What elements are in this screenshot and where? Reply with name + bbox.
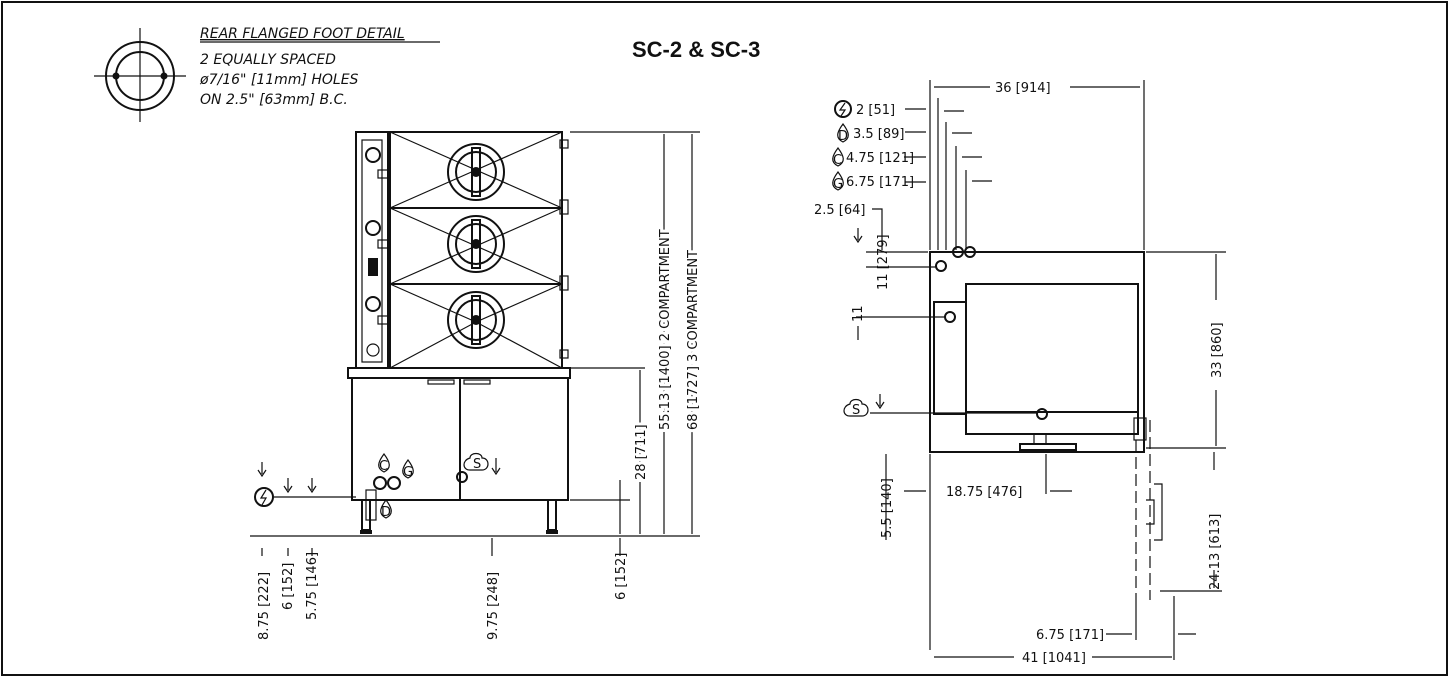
front-view (340, 131, 600, 537)
dim-w-41: 41 [1041] (1022, 651, 1086, 666)
foot-detail-line2: ø7/16" [11mm] HOLES (199, 72, 359, 88)
svg-text:D: D (838, 129, 848, 144)
dim-v-55: 5.5 [140] (880, 478, 895, 538)
foot-detail-icon (94, 28, 186, 122)
dim-d-water: 4.75 [121] (846, 151, 914, 166)
dim-h-675: 6.75 [171] (1036, 628, 1104, 643)
drain-d-icon: D (837, 122, 849, 144)
dim-h-1875: 18.75 [476] (946, 485, 1022, 500)
svg-text:D: D (381, 505, 391, 520)
dim-b4: 9.75 [248] (486, 572, 501, 640)
dim-v-11b: 11 (851, 305, 866, 322)
dim-h-33: 33 [860] (1210, 322, 1225, 378)
water-c-icon: C (378, 452, 390, 474)
dim-width-top: 36 [914] (995, 81, 1051, 96)
side-view (929, 246, 1163, 600)
electric-icon (254, 487, 274, 507)
dim-v-2413: 24.13 [613] (1208, 514, 1223, 590)
dim-b1: 8.75 [222] (257, 572, 272, 640)
dim-h-2comp: 55.13 [1400] 2 COMPARTMENT (658, 229, 673, 430)
foot-detail-line3: ON 2.5" [63mm] B.C. (200, 92, 348, 108)
steam-s-icon: S (463, 452, 489, 472)
water-c-icon: C (832, 146, 844, 168)
dim-b5: 6 [152] (614, 553, 629, 600)
svg-text:C: C (379, 459, 388, 474)
foot-detail-heading: REAR FLANGED FOOT DETAIL (200, 26, 405, 42)
gas-g-icon: G (402, 458, 414, 480)
drawing-title: SC-2 & SC-3 (632, 37, 760, 62)
dim-h-3comp: 68 [1727] 3 COMPARTMENT (686, 250, 701, 430)
svg-text:G: G (833, 177, 843, 192)
dim-h-base: 28 [711] (634, 424, 649, 480)
svg-text:G: G (403, 465, 413, 480)
dim-d-electric: 2 [51] (856, 103, 895, 118)
foot-detail-line1: 2 EQUALLY SPACED (200, 52, 336, 68)
dim-25: 2.5 [64] (814, 203, 866, 218)
dim-b3: 5.75 [146] (305, 552, 320, 620)
dim-b2: 6 [152] (281, 563, 296, 610)
dim-v-11a: 11 [279] (876, 234, 891, 290)
svg-text:S: S (473, 457, 481, 472)
gas-g-icon: G (832, 170, 844, 192)
dim-d-drain: 3.5 [89] (853, 127, 905, 142)
dim-d-gas: 6.75 [171] (846, 175, 914, 190)
svg-text:C: C (833, 153, 842, 168)
steam-s-icon: S (843, 398, 869, 418)
electric-icon (834, 100, 852, 118)
svg-text:S: S (852, 403, 860, 418)
drain-d-icon: D (380, 498, 392, 520)
